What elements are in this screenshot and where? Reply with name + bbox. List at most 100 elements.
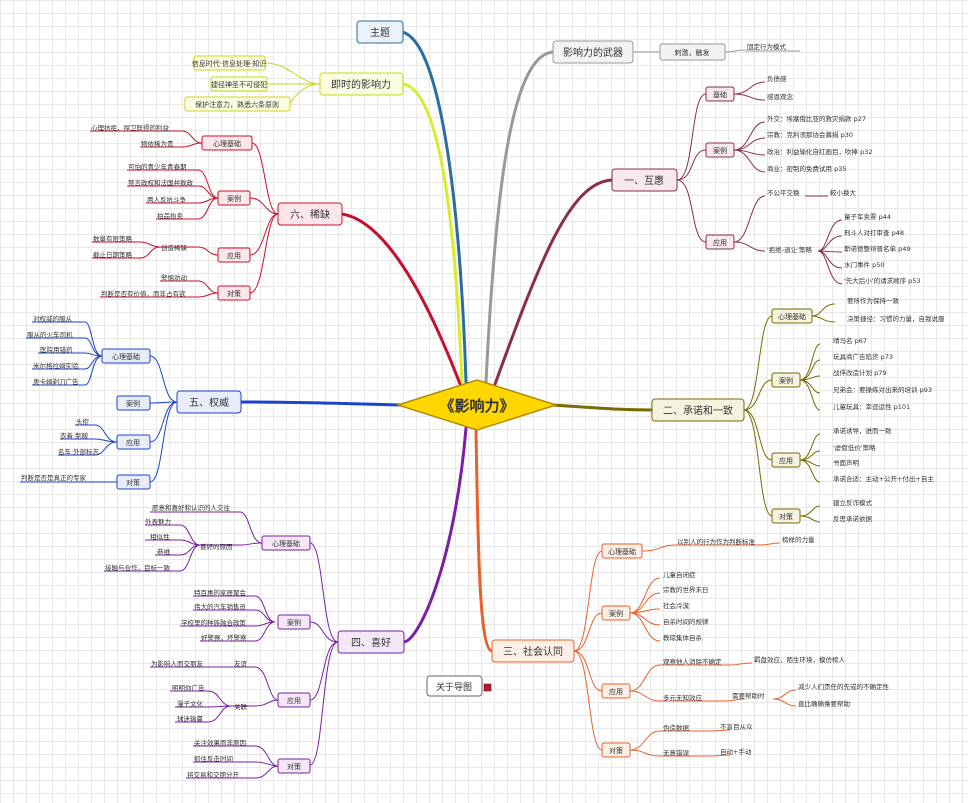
authority-apply-1: 衣着·制服 <box>60 431 89 440</box>
liking-basis-item-0: 外表魅力 <box>145 517 171 526</box>
instant-item-2[interactable] <box>184 96 291 112</box>
topic-authority-label: 五、权威 <box>189 396 229 409</box>
liking-basis-box[interactable] <box>261 535 311 551</box>
authority-counter-connector <box>149 401 178 483</box>
topic-theme-label: 主题 <box>370 27 390 39</box>
social-case-4: 教琼集体自杀 <box>663 633 703 642</box>
reciprocity-basis-connector <box>676 93 707 181</box>
commitment-apply-1: '虚假低价'策略 <box>833 443 876 452</box>
social-apply-box[interactable] <box>601 683 631 699</box>
branch-weapon-connector <box>484 50 555 384</box>
liking-cases-box[interactable] <box>277 614 311 630</box>
commitment-cases-items <box>799 343 821 411</box>
commitment-basis-label: 心理基础 <box>778 312 806 321</box>
social-counter-b: 无意错误 <box>663 748 690 757</box>
instant-connector-2 <box>289 83 321 105</box>
commitment-apply-2: 书面声明 <box>833 458 860 467</box>
social-basis-box[interactable] <box>601 543 643 559</box>
social-cases-box[interactable] <box>601 605 631 621</box>
liking-basis-item-3: 接触与合作，目标一致 <box>105 563 171 572</box>
liking-apply-b-2: 球迷输赢 <box>177 714 204 723</box>
liking-apply-b-0: 明明你广告 <box>172 683 205 692</box>
authority-apply-connector <box>149 401 178 443</box>
commitment-counter-connector <box>743 409 773 517</box>
branch-theme-connector <box>400 30 468 384</box>
commitment-apply-items <box>799 433 821 483</box>
authority-basis-connector <box>149 355 178 403</box>
authority-apply-0: 头衔 <box>76 417 90 426</box>
weapon-grand-connector <box>724 49 746 53</box>
commitment-cases-box[interactable] <box>771 372 801 388</box>
about-map-button[interactable] <box>426 675 483 697</box>
authority-apply-box[interactable] <box>116 434 151 450</box>
social-case-0: 儿童自闭症 <box>663 570 696 579</box>
branch-instant-connector <box>401 82 464 384</box>
scarcity-apply-items <box>92 241 161 259</box>
reciprocity-cases-items <box>733 121 766 173</box>
central-topic-shape[interactable] <box>395 379 559 431</box>
scarcity-basis-box[interactable] <box>201 135 253 151</box>
weapon-child-box[interactable] <box>659 43 726 61</box>
scarcity-counter-connector <box>249 213 279 294</box>
scarcity-case-1: 禁言政权和法国并致政 <box>128 178 194 187</box>
weapon-grand-label: 固定行为模式 <box>747 42 787 51</box>
liking-counter-connector <box>309 641 339 766</box>
reciprocity-case-3: 商业：密制的免费试用 p35 <box>767 164 846 173</box>
authority-basis-item-3: 米尔格拉姆实验 <box>33 361 79 370</box>
authority-cases-label: 案例 <box>126 399 140 408</box>
topic-commitment-label: 二、承诺和一致 <box>663 404 733 417</box>
instant-item-0[interactable] <box>193 55 266 71</box>
liking-cases-items <box>180 595 276 642</box>
commitment-basis-box[interactable] <box>771 308 813 324</box>
topic-theme-box[interactable] <box>356 20 404 44</box>
commitment-counter-label: 对策 <box>779 512 793 521</box>
about-map-label: 关于导图 <box>436 681 472 693</box>
authority-basis-box[interactable] <box>101 348 151 364</box>
reciprocity-apply-b-4: '先大后小'的请求顺序 p53 <box>844 276 921 285</box>
reciprocity-basis-box[interactable] <box>705 86 735 102</box>
scarcity-apply-box[interactable] <box>217 247 251 263</box>
liking-apply-split <box>231 666 279 707</box>
liking-basis-item-1: 相似性 <box>150 532 170 541</box>
scarcity-counter-box[interactable] <box>217 285 251 301</box>
scarcity-cases-box[interactable] <box>217 190 251 206</box>
authority-apply-items <box>58 424 118 456</box>
liking-counter-1: 抓住反击时间 <box>194 754 233 763</box>
authority-counter-box[interactable] <box>116 474 151 490</box>
commitment-apply-box[interactable] <box>771 452 801 468</box>
liking-counter-box[interactable] <box>277 758 311 774</box>
instant-item-2-label: 保护注意力，熟悉六条原则 <box>195 100 279 109</box>
liking-basis-mid-items <box>104 524 201 572</box>
scarcity-cases-connector <box>249 197 279 215</box>
reciprocity-apply-box[interactable] <box>705 234 735 250</box>
authority-basis-item-4: 奥卡姆剃刀广告 <box>33 377 79 386</box>
branch-reciprocity-connector <box>492 178 614 389</box>
book-icon <box>483 683 492 692</box>
commitment-basis-connector <box>743 315 773 411</box>
liking-apply-box[interactable] <box>277 692 311 708</box>
social-cases-connector <box>573 612 603 652</box>
commitment-counter-box[interactable] <box>771 508 801 524</box>
scarcity-apply-split <box>160 246 219 256</box>
social-cases-label: 案例 <box>609 609 623 618</box>
commitment-case-3: 兄弟会：要操练对出来的培训 p93 <box>833 385 932 394</box>
social-cases-items <box>629 577 661 642</box>
reciprocity-cases-box[interactable] <box>705 142 735 158</box>
reciprocity-case-2: 政治：利益输化自红画目，吹捧 p32 <box>767 147 872 156</box>
social-counter-box[interactable] <box>601 742 631 758</box>
authority-cases-box[interactable] <box>116 395 151 411</box>
commitment-cases-label: 案例 <box>779 376 793 385</box>
liking-counter-0: 关注效果而非原因 <box>194 738 246 747</box>
scarcity-case-2: 两人反抗斗争 <box>147 195 187 204</box>
scarcity-apply-label: 应用 <box>227 251 241 260</box>
commitment-apply-connector <box>743 409 773 461</box>
social-basis-b: 榜样的力量 <box>782 535 815 544</box>
social-case-3: 自杀时间的规律 <box>663 617 709 626</box>
reciprocity-cases-label: 案例 <box>713 146 727 155</box>
instant-item-1[interactable] <box>210 76 268 92</box>
branch-scarcity-connector <box>340 212 462 386</box>
reciprocity-case-0: 外交：埃塞俄比亚的救灾捐款 p27 <box>767 114 866 123</box>
reciprocity-apply-b-1: 刑斗人对打审查 p48 <box>844 228 904 237</box>
social-counter-a: 伪造数据 <box>663 723 690 732</box>
branch-social-connector <box>474 426 494 653</box>
